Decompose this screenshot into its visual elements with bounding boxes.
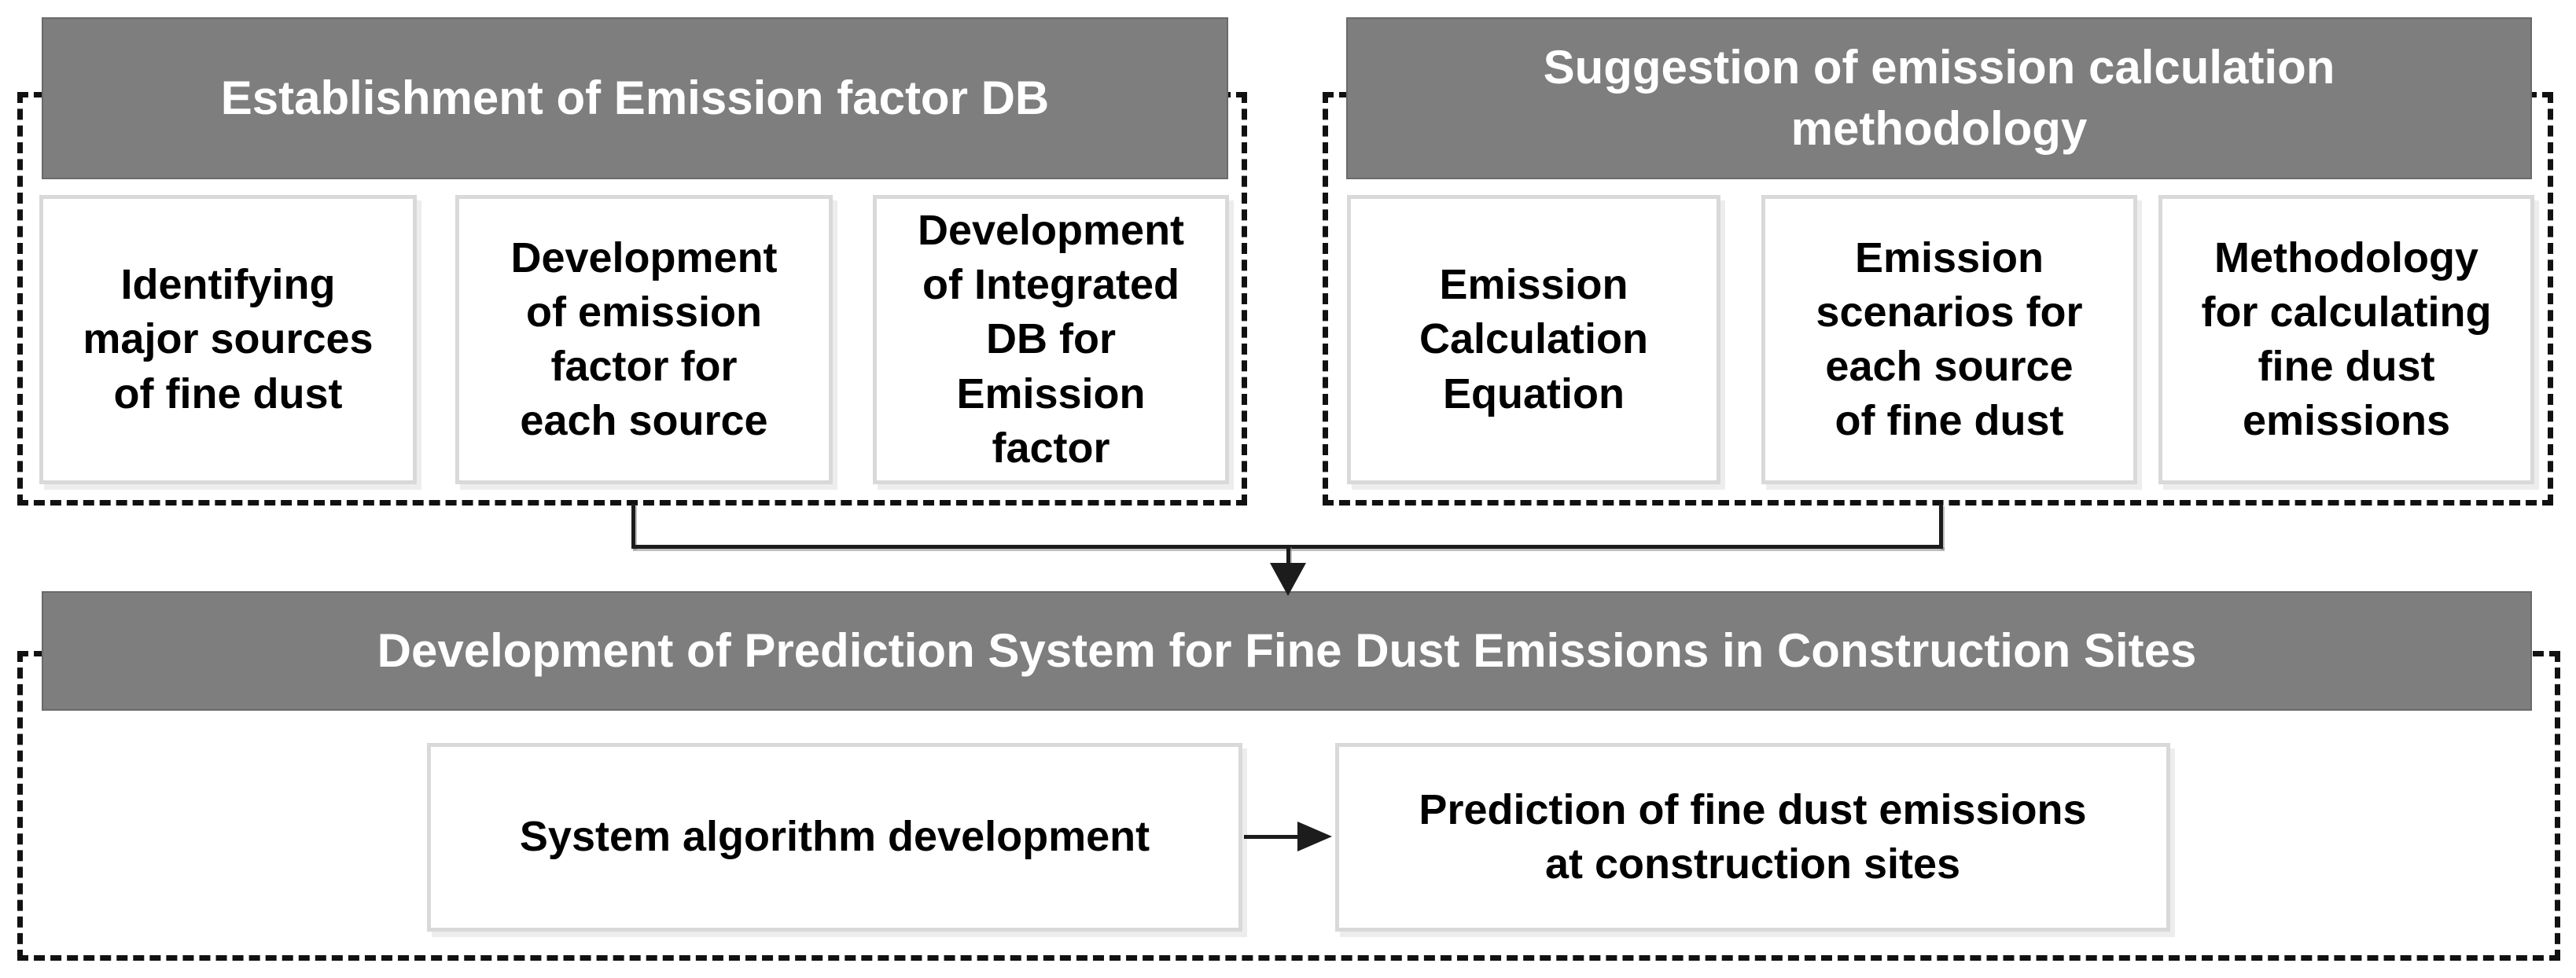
- right-arrow-icon: [1297, 822, 1332, 851]
- box-prediction-emissions-label: Prediction of fine dust emissions at con…: [1419, 785, 2087, 888]
- box-integrated-db-label: Development of Integrated DB for Emissio…: [917, 207, 1185, 472]
- prediction-system-header: Development of Prediction System for Fin…: [42, 591, 2532, 711]
- box-emission-scenarios: Emission scenarios for each source of fi…: [1761, 195, 2137, 484]
- box-emission-factor-development-label: Development of emission factor for each …: [510, 233, 778, 445]
- calculation-methodology-header: Suggestion of emission calculation metho…: [1346, 17, 2532, 179]
- box-emission-factor-development: Development of emission factor for each …: [455, 195, 833, 484]
- calculation-methodology-title: Suggestion of emission calculation metho…: [1543, 41, 2335, 155]
- box-integrated-db: Development of Integrated DB for Emissio…: [873, 195, 1229, 484]
- down-arrow-icon: [1270, 563, 1306, 596]
- box-calculation-equation: Emission Calculation Equation: [1347, 195, 1720, 484]
- emission-factor-db-title: Establishment of Emission factor DB: [220, 72, 1050, 124]
- connector-right-stub: [1939, 504, 1943, 548]
- flow-line: [1244, 835, 1302, 839]
- box-calculating-methodology: Methodology for calculating fine dust em…: [2158, 195, 2534, 484]
- box-identifying-sources: Identifying major sources of fine dust: [39, 195, 417, 484]
- prediction-system-title: Development of Prediction System for Fin…: [377, 624, 2197, 677]
- box-emission-scenarios-label: Emission scenarios for each source of fi…: [1816, 233, 2083, 445]
- connector-left-stub: [631, 504, 635, 548]
- box-calculation-equation-label: Emission Calculation Equation: [1419, 261, 1649, 417]
- box-calculating-methodology-label: Methodology for calculating fine dust em…: [2201, 233, 2492, 445]
- box-system-algorithm-label: System algorithm development: [519, 813, 1150, 861]
- box-prediction-emissions: Prediction of fine dust emissions at con…: [1335, 743, 2170, 932]
- box-system-algorithm: System algorithm development: [427, 743, 1242, 932]
- emission-factor-db-header: Establishment of Emission factor DB: [42, 17, 1228, 179]
- connector-center-stem: [1286, 545, 1290, 567]
- box-identifying-sources-label: Identifying major sources of fine dust: [83, 261, 374, 417]
